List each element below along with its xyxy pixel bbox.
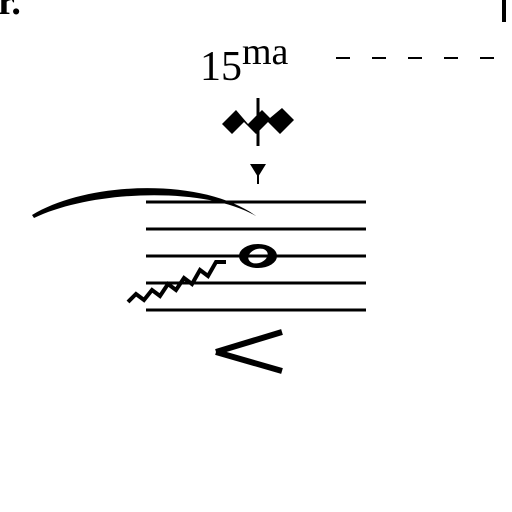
slur-arc-icon bbox=[32, 188, 256, 218]
whole-note-icon bbox=[234, 244, 282, 268]
corner-mark-text: r. bbox=[0, 0, 21, 23]
down-triangle-icon bbox=[250, 164, 266, 184]
ottava-number: 15 bbox=[200, 44, 242, 90]
wavy-glissando-line-icon bbox=[126, 260, 226, 304]
ottava-marking: 15 ma bbox=[200, 31, 494, 90]
ottava-suffix: ma bbox=[242, 31, 289, 73]
crescendo-hairpin-icon bbox=[215, 329, 283, 374]
mordent-with-vertical-line-icon bbox=[222, 98, 294, 146]
